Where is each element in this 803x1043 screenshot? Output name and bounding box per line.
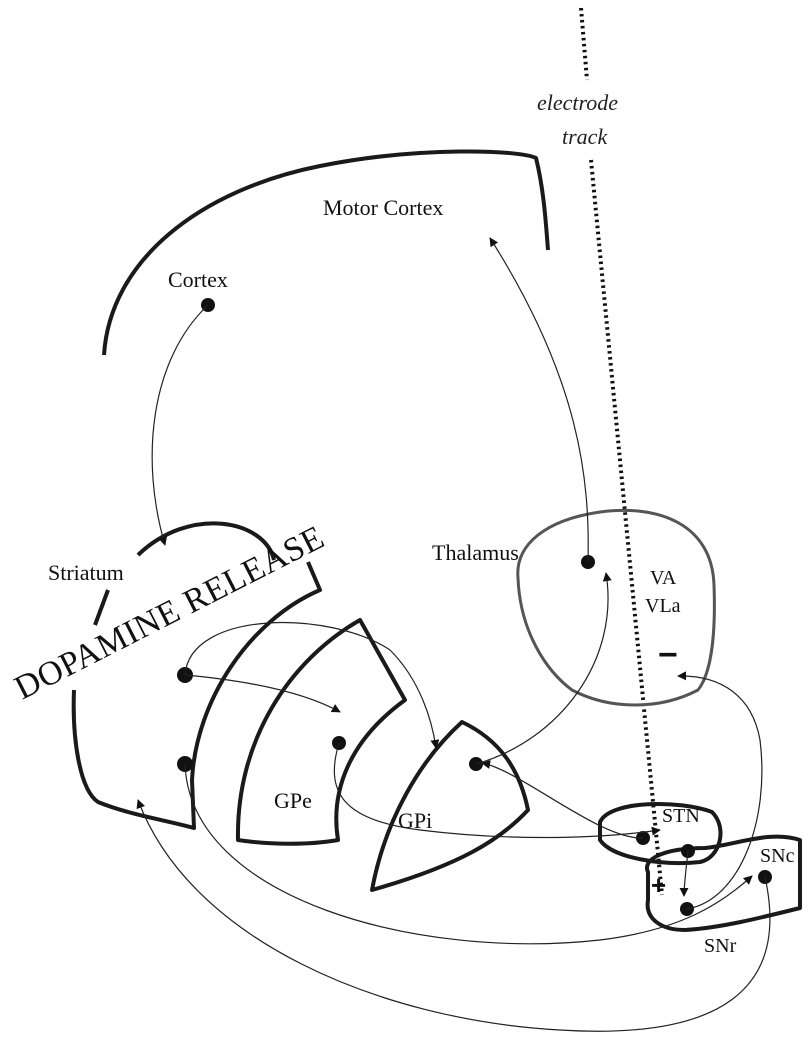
cortex-label: Cortex — [168, 267, 228, 292]
striatum-outline-lower — [71, 561, 322, 830]
electrode-track-line-lower — [589, 159, 664, 896]
gpe-label: GPe — [274, 788, 312, 813]
gpe-outline — [235, 618, 407, 846]
gpi-label: GPi — [398, 808, 432, 833]
stn-to-snr-arrow — [679, 850, 689, 897]
cortex-to-striatum-arrow — [151, 304, 209, 546]
snr-label: SNr — [704, 935, 737, 957]
striatum-outline-left — [93, 589, 110, 626]
stn-label: STN — [662, 805, 700, 827]
gpi-outline — [370, 720, 530, 892]
snr-to-thalamus-arrow — [677, 671, 763, 910]
gpi-to-thalamus-arrow — [475, 572, 612, 765]
thalamus-to-motor-cortex-arrow — [489, 237, 589, 563]
electrode-track-label-2: track — [562, 124, 608, 149]
striatum-label: Striatum — [48, 560, 124, 585]
striatum-outline — [136, 521, 276, 561]
stn-to-gpi-arrow — [481, 760, 644, 839]
snc-to-striatum-arrow — [136, 799, 771, 1032]
thalamus-minus-sign: − — [658, 636, 678, 674]
vla-label: VLa — [645, 595, 681, 617]
motor-cortex-label: Motor Cortex — [323, 195, 443, 220]
gpe-to-stn-arrow — [333, 742, 661, 839]
cortex-outline — [102, 149, 550, 356]
thalamus-label: Thalamus — [432, 540, 519, 565]
thalamus-outline — [516, 508, 716, 707]
striatum-to-gpi-arrow — [184, 622, 440, 749]
striatum-to-gpe-arrow — [184, 674, 341, 713]
stn-plus-sign: + — [651, 870, 666, 900]
sn-outline — [645, 834, 802, 932]
electrode-track-line — [579, 7, 589, 81]
va-label: VA — [650, 567, 677, 589]
stn-outline — [598, 801, 723, 866]
striatum-to-snc-arrow — [184, 763, 753, 945]
snc-label: SNc — [760, 845, 795, 867]
electrode-track-label-1: electrode — [537, 90, 618, 115]
